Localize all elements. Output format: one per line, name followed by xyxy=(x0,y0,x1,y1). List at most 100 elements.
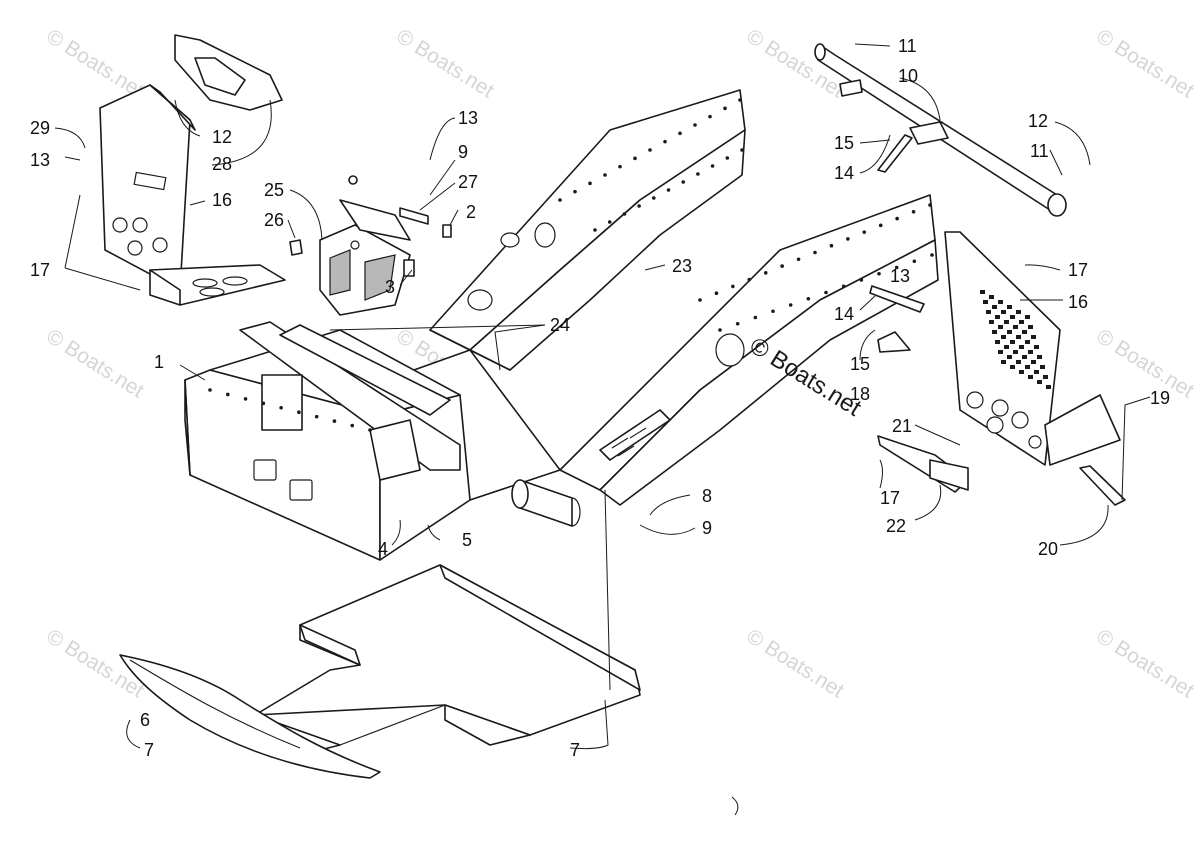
rivet-hole xyxy=(350,423,355,428)
rivet-hole xyxy=(841,284,846,289)
callout-13-right: 13 xyxy=(890,266,910,286)
rivet-hole xyxy=(894,265,899,270)
callout-9-upper: 9 xyxy=(458,142,468,162)
mesh-cell xyxy=(1025,365,1030,369)
rail-slots xyxy=(599,409,671,461)
rivet-hole xyxy=(723,106,727,111)
rivet-hole xyxy=(796,257,801,262)
mesh-cell xyxy=(995,340,1000,344)
mesh-cell xyxy=(1019,345,1024,349)
callout-23: 23 xyxy=(672,256,692,276)
callout-13-center: 13 xyxy=(458,108,478,128)
front-bumper-guard xyxy=(119,654,381,779)
rivet-hole xyxy=(332,419,337,423)
mesh-cell xyxy=(1031,360,1036,364)
rivet-hole xyxy=(593,228,597,232)
callout-17-right: 17 xyxy=(1068,260,1088,280)
rivet-hole xyxy=(912,259,917,264)
mesh-cell xyxy=(1010,315,1015,319)
rivet-hole xyxy=(622,212,627,216)
callout-8: 8 xyxy=(702,486,712,506)
watermark-text: © Boats.net xyxy=(742,625,848,703)
mesh-cell xyxy=(1037,355,1042,359)
rivet-hole xyxy=(911,209,916,214)
mesh-cell xyxy=(1022,330,1027,334)
rivet-hole xyxy=(603,173,607,177)
mesh-cell xyxy=(1043,375,1048,379)
rivet-hole xyxy=(637,204,641,208)
callout-19: 19 xyxy=(1150,388,1170,408)
rivet-hole xyxy=(588,181,592,186)
rivet-hole xyxy=(666,188,671,192)
rivet-hole xyxy=(708,114,712,119)
rivet-hole xyxy=(607,220,612,224)
callout-18: 18 xyxy=(850,384,870,404)
stray-mark xyxy=(731,796,739,816)
rivet-hole xyxy=(731,284,735,289)
rivet-hole xyxy=(714,291,719,296)
rivet-hole xyxy=(747,277,752,282)
mesh-cell xyxy=(1007,305,1012,309)
callout-1: 1 xyxy=(154,352,164,372)
mesh-cell xyxy=(1016,310,1021,314)
rivet-hole xyxy=(877,271,881,276)
main-frame-chassis xyxy=(184,89,939,702)
rivet-hole xyxy=(846,237,850,241)
mesh-cell xyxy=(1004,320,1009,324)
rivet-hole xyxy=(895,216,899,221)
mesh-cell xyxy=(992,305,997,309)
rivet-hole xyxy=(225,392,230,397)
mesh-cell xyxy=(986,310,991,314)
rivet-hole xyxy=(558,198,562,202)
mesh-cell xyxy=(1034,345,1039,349)
rivet-hole xyxy=(763,271,768,275)
rivet-hole xyxy=(738,98,742,102)
rivet-hole xyxy=(693,123,697,127)
mesh-cell xyxy=(1025,315,1030,319)
callout-15-top: 15 xyxy=(834,133,854,153)
rivet-hole xyxy=(859,278,864,282)
callout-25: 25 xyxy=(264,180,284,200)
rivet-hole xyxy=(878,223,883,228)
rivet-hole xyxy=(368,428,372,432)
mesh-cell xyxy=(1031,335,1036,339)
rivet-hole xyxy=(648,148,652,152)
mesh-cell xyxy=(1046,385,1051,389)
rivet-hole xyxy=(208,388,212,392)
callout-14-mid: 14 xyxy=(834,304,854,324)
mesh-cell xyxy=(983,300,988,304)
rivet-hole xyxy=(297,410,301,415)
mesh-cell xyxy=(1016,360,1021,364)
mesh-cell xyxy=(1001,360,1006,364)
mesh-cell xyxy=(1013,350,1018,354)
rivet-hole xyxy=(725,156,730,160)
callout-15-mid: 15 xyxy=(850,354,870,374)
rivet-hole xyxy=(718,328,722,332)
callout-7-left: 7 xyxy=(144,740,154,760)
mesh-cell xyxy=(1001,335,1006,339)
mesh-cell xyxy=(1010,340,1015,344)
rivet-hole xyxy=(678,131,682,136)
callout-29: 29 xyxy=(30,118,50,138)
callout-17-lower: 17 xyxy=(880,488,900,508)
mesh-cell xyxy=(998,325,1003,329)
callout-2: 2 xyxy=(466,202,476,222)
mesh-cell xyxy=(1028,375,1033,379)
callout-12-left: 12 xyxy=(212,127,232,147)
rivet-hole xyxy=(710,164,715,168)
rivet-hole xyxy=(813,250,817,255)
rivet-hole xyxy=(862,230,867,234)
rivet-hole xyxy=(698,298,702,302)
mesh-cell xyxy=(1001,310,1006,314)
mesh-cell xyxy=(1040,365,1045,369)
steering-cross-tube xyxy=(814,43,1067,217)
rivet-hole xyxy=(663,139,667,144)
mesh-cell xyxy=(1010,365,1015,369)
watermark-text: © Boats.net xyxy=(42,25,148,103)
callout-6: 6 xyxy=(140,710,150,730)
rivet-hole xyxy=(824,290,828,295)
watermark-text: © Boats.net xyxy=(1092,325,1198,403)
left-footrest-assembly xyxy=(99,34,286,306)
mesh-cell xyxy=(1022,355,1027,359)
callout-24: 24 xyxy=(550,315,570,335)
